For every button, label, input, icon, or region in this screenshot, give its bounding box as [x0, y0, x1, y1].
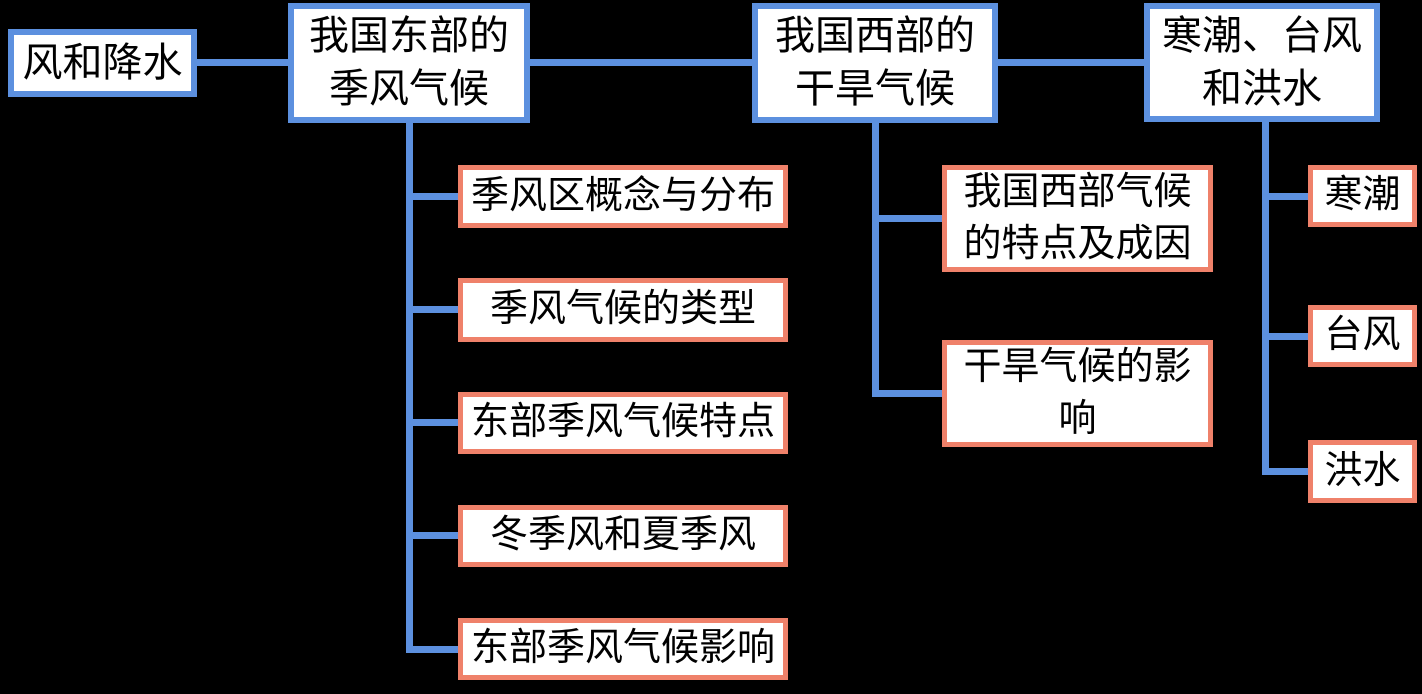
stub-east-monsoon-impact [406, 646, 458, 653]
stub-winter-summer-monsoon [406, 532, 458, 539]
stub-cold-wave [1262, 193, 1308, 200]
stub-west-climate-features-causes [872, 215, 942, 222]
stub-monsoon-climate-types [406, 306, 458, 313]
node-wind-and-rain: 风和降水 [8, 29, 197, 97]
stub-arid-climate-impact [872, 390, 942, 397]
node-monsoon-climate-types: 季风气候的类型 [458, 278, 788, 342]
trunk-east-branch [406, 123, 413, 653]
trunk-west-branch [872, 123, 879, 397]
node-west-climate-features-causes: 我国西部气候 的特点及成因 [942, 165, 1213, 272]
stub-typhoon [1262, 333, 1308, 340]
node-east-monsoon-features: 东部季风气候特点 [458, 392, 788, 454]
node-monsoon-region-concept: 季风区概念与分布 [458, 165, 788, 228]
node-east-monsoon-impact: 东部季风气候影响 [458, 618, 788, 680]
node-west-arid-climate: 我国西部的 干旱气候 [752, 3, 998, 123]
node-coldwave-typhoon-flood: 寒潮、台风 和洪水 [1144, 3, 1380, 122]
stub-flood [1262, 468, 1308, 475]
node-flood: 洪水 [1308, 440, 1417, 503]
connector-root-to-east [197, 59, 288, 66]
node-typhoon: 台风 [1308, 305, 1417, 367]
node-cold-wave: 寒潮 [1308, 165, 1417, 227]
connector-west-to-hazards [998, 59, 1144, 66]
stub-monsoon-region-concept [406, 193, 458, 200]
stub-east-monsoon-features [406, 419, 458, 426]
node-east-monsoon-climate: 我国东部的 季风气候 [288, 3, 530, 123]
node-arid-climate-impact: 干旱气候的影 响 [942, 340, 1213, 447]
connector-east-to-west [530, 59, 752, 66]
node-winter-summer-monsoon: 冬季风和夏季风 [458, 505, 788, 567]
trunk-hazards-branch [1262, 122, 1269, 475]
